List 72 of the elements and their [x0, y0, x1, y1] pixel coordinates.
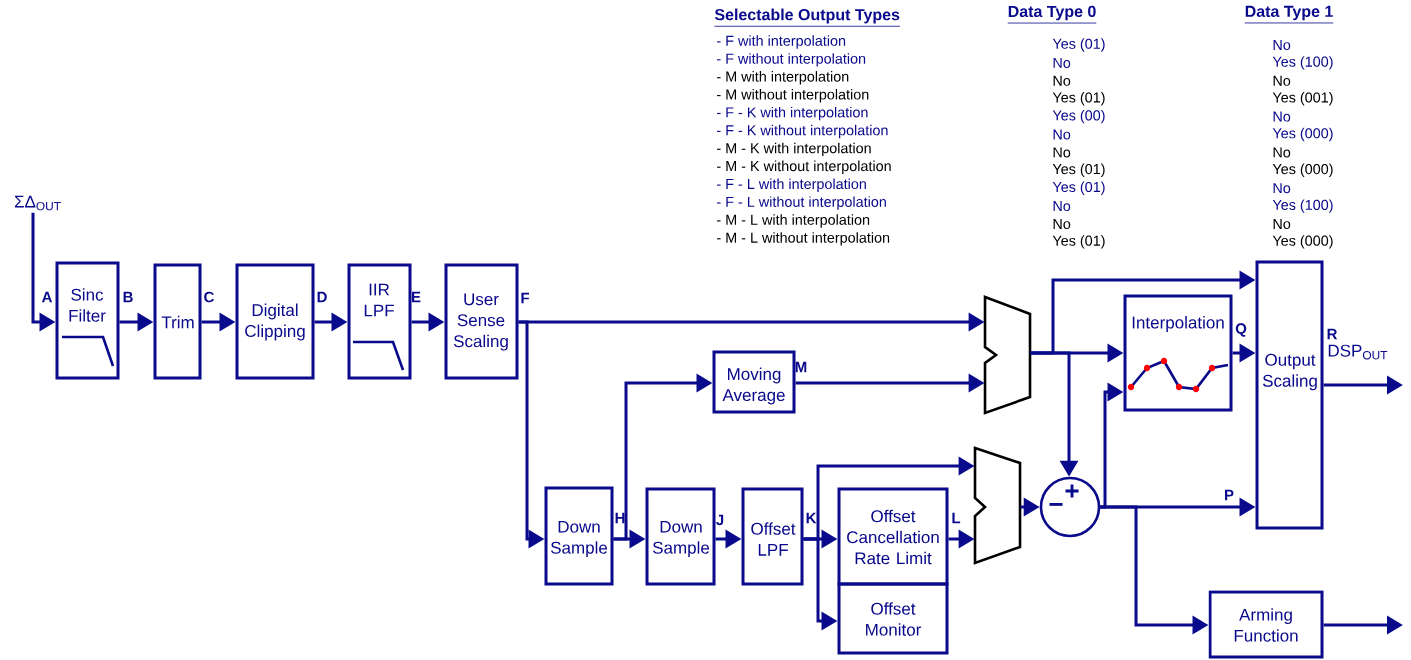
table-cell: Yes (01): [1052, 92, 1105, 106]
table-cell: Yes (100): [1272, 56, 1333, 70]
process-box: Trim: [153, 263, 202, 380]
signal-label: F: [521, 292, 530, 304]
table-cell: No: [1273, 40, 1291, 50]
process-box: User Sense Scaling: [444, 263, 519, 380]
table-cell: No: [1053, 201, 1071, 212]
table-cell: Yes (01): [1052, 38, 1105, 52]
signal-label: P: [1225, 489, 1234, 501]
process-box: Interpolation: [1123, 294, 1233, 412]
signal-label: J: [716, 514, 724, 526]
process-box: Down Sample: [544, 486, 614, 586]
table-cell: - M - K without interpolation: [717, 160, 891, 174]
table-cell: Yes (000): [1272, 235, 1333, 249]
process-box: Sinc Filter: [55, 261, 120, 380]
signal-label: E: [412, 291, 421, 303]
table-cell: No: [1053, 75, 1071, 86]
table-cell: - M - K with interpolation: [717, 142, 871, 157]
table-header: Data Type 0: [1007, 5, 1097, 24]
signal-label: A: [41, 291, 53, 303]
signal-label: M: [795, 361, 807, 373]
table-cell: - M with interpolation: [717, 71, 849, 85]
table-cell: Yes (001): [1272, 92, 1333, 106]
process-box: Digital Clipping: [235, 263, 315, 380]
summing-junction: + −: [1039, 476, 1101, 538]
table-cell: Yes (100): [1272, 199, 1333, 213]
process-box: Moving Average: [712, 350, 796, 414]
process-box: Output Scaling: [1255, 260, 1324, 530]
process-box: IIR LPF: [347, 263, 412, 380]
table-cell: - M - L without interpolation: [717, 232, 890, 246]
process-box: Offset Cancellation Rate Limit: [837, 487, 949, 586]
signal-label: C: [204, 291, 214, 303]
multiplexer-symbol: [983, 295, 1032, 415]
table-cell: - F - L without interpolation: [717, 196, 886, 210]
table-cell: No: [1273, 183, 1291, 194]
table-cell: No: [1053, 147, 1071, 158]
table-cell: No: [1273, 111, 1291, 122]
input-label: ΣΔ$_{OUT}$: [14, 195, 61, 211]
signal-label: D: [317, 291, 327, 303]
signal-label: Q: [1235, 323, 1247, 337]
table-cell: No: [1053, 219, 1071, 229]
table-header: Selectable Output Types: [714, 8, 901, 27]
process-box: Offset LPF: [741, 487, 804, 586]
table-cell: Yes (01): [1052, 235, 1105, 249]
signal-label: L: [952, 512, 961, 524]
table-cell: No: [1273, 219, 1291, 229]
table-cell: - M without interpolation: [717, 89, 869, 103]
table-cell: - F with interpolation: [717, 35, 846, 49]
table-cell: Yes (000): [1272, 127, 1333, 142]
table-cell: Yes (01): [1052, 163, 1105, 177]
table-cell: No: [1053, 57, 1071, 68]
table-cell: - F - K with interpolation: [717, 106, 868, 121]
process-box: Offset Monitor: [837, 582, 949, 655]
process-box: Down Sample: [645, 487, 716, 586]
multiplexer-symbol: [973, 446, 1022, 565]
table-cell: - F - K without interpolation: [717, 124, 888, 139]
table-cell: - F without interpolation: [717, 53, 866, 67]
output-label: DSP$_{OUT}$: [1328, 344, 1388, 360]
table-cell: No: [1273, 147, 1291, 158]
table-cell: Yes (00): [1052, 109, 1105, 124]
table-cell: Yes (000): [1272, 163, 1333, 177]
process-box: Arming Function: [1208, 590, 1324, 659]
table-header: Data Type 1: [1244, 5, 1334, 24]
table-cell: No: [1273, 75, 1291, 86]
table-cell: No: [1053, 129, 1071, 140]
signal-label: K: [806, 512, 817, 524]
table-cell: - F - L with interpolation: [717, 178, 866, 192]
signal-label: H: [615, 512, 625, 524]
table-cell: - M - L with interpolation: [717, 214, 870, 228]
table-cell: Yes (01): [1052, 181, 1105, 195]
signal-label: B: [123, 291, 133, 303]
signal-label: R: [1327, 328, 1338, 340]
